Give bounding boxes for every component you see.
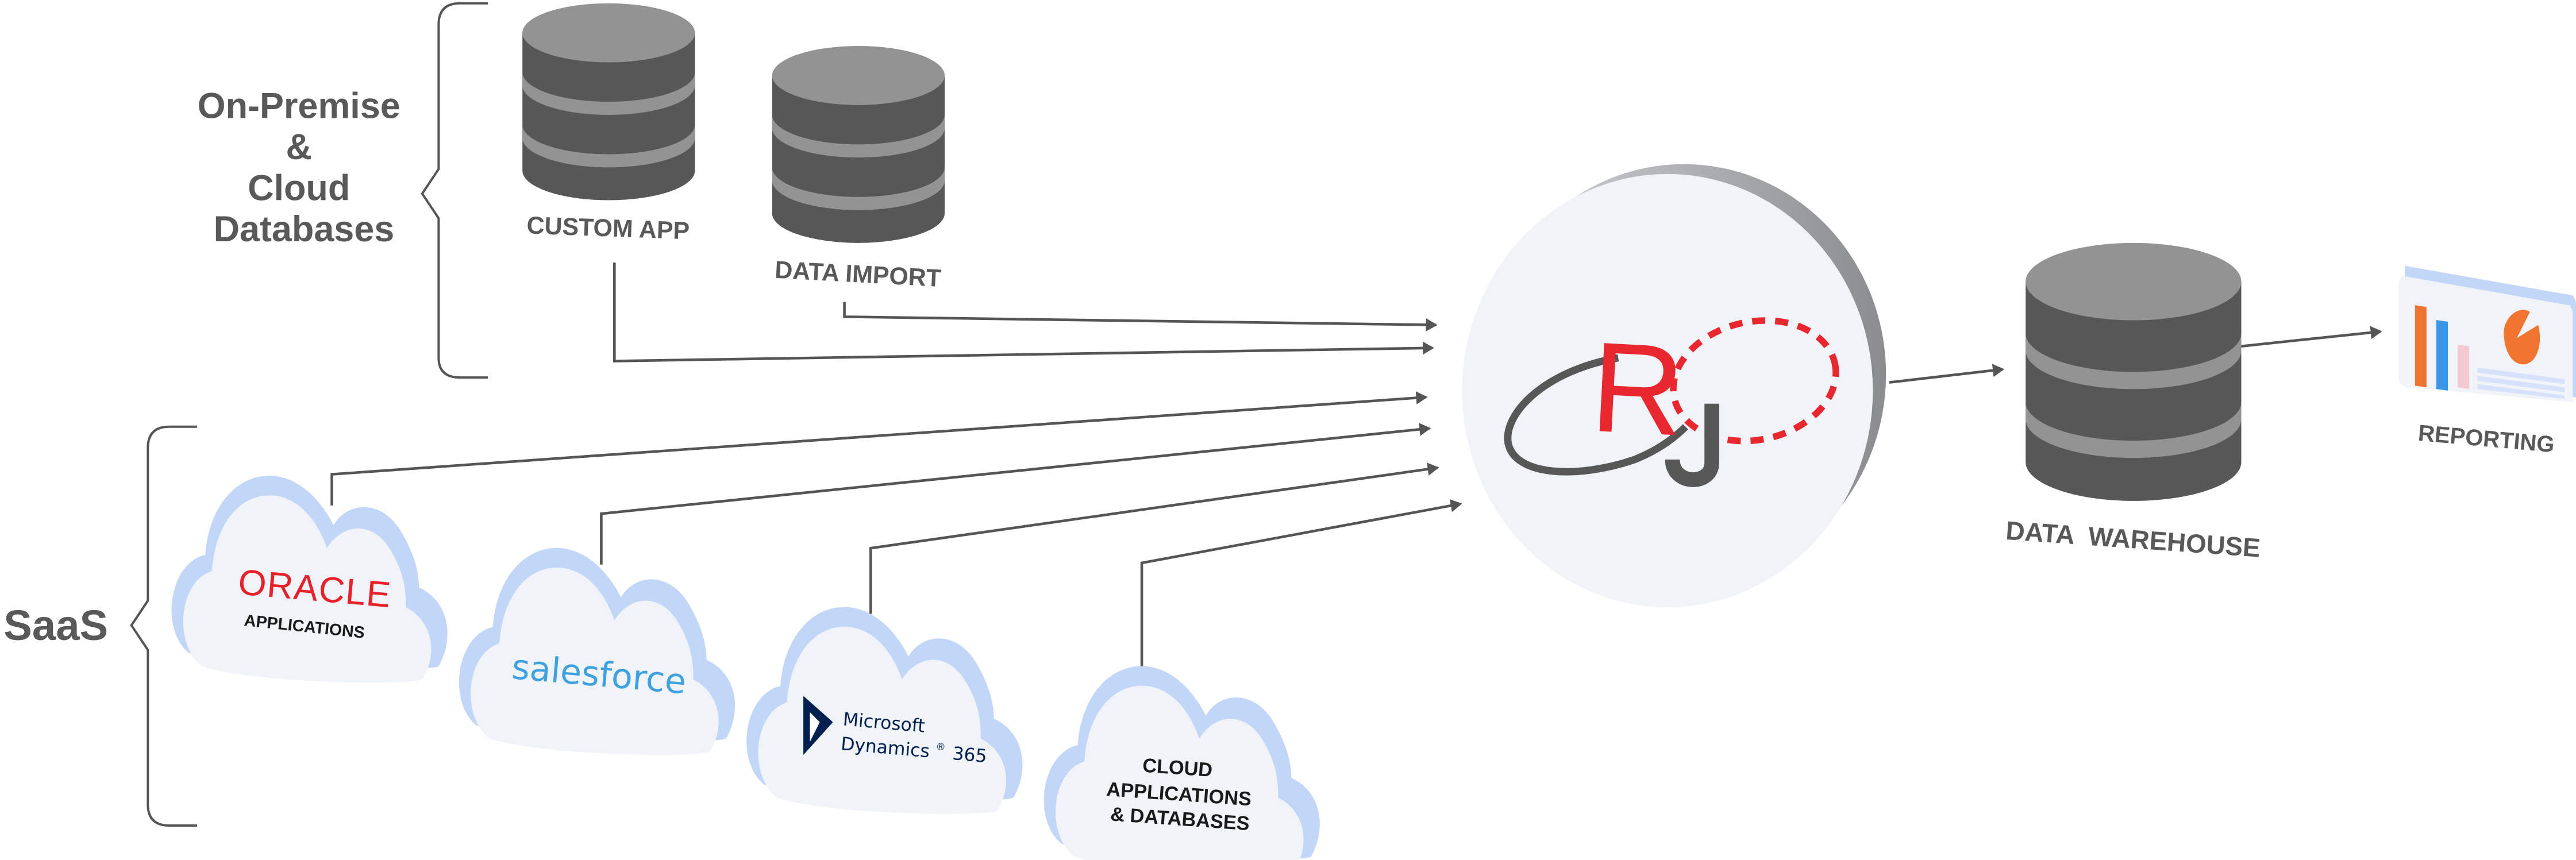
data-warehouse-target[interactable]: DATA WAREHOUSE <box>2005 242 2261 563</box>
connector-dynamics <box>869 462 1439 614</box>
saas-brace <box>130 425 198 827</box>
data-import-source[interactable]: DATA IMPORT <box>772 45 945 292</box>
database-icon <box>2026 242 2242 501</box>
reporting-label: REPORTING <box>2417 421 2555 458</box>
database-icon <box>772 45 945 243</box>
connector-oracle <box>330 391 1428 506</box>
cloud-icon <box>746 607 1023 814</box>
custom-app-source[interactable]: CUSTOM APP <box>522 3 695 245</box>
reporting-target[interactable]: REPORTING <box>2398 265 2576 458</box>
database-icon <box>522 3 695 200</box>
logo-letter-r: R <box>1588 315 1688 463</box>
saas-label: SaaS <box>3 601 108 649</box>
rj-logo-icon: R <box>1504 315 1839 487</box>
report-dashboard-icon <box>2398 265 2576 402</box>
dynamics-logo-icon <box>803 696 833 755</box>
on-premise-brace <box>421 2 488 379</box>
connector-hub-to-warehouse <box>1889 364 2005 384</box>
custom-app-label: CUSTOM APP <box>526 211 690 245</box>
data-warehouse-label: DATA WAREHOUSE <box>2005 516 2261 563</box>
cloud-apps-cloud[interactable]: CLOUD APPLICATIONS & DATABASES <box>1044 666 1320 860</box>
hub-logo[interactable]: R <box>1462 164 1886 608</box>
dynamics-line3: 365 <box>952 743 988 767</box>
connector-cloud-apps <box>1140 499 1462 677</box>
connector-data-import <box>843 302 1438 331</box>
cloud-apps-line: CLOUD <box>1142 755 1213 781</box>
connector-warehouse-to-reporting <box>2240 326 2382 348</box>
cloud-icon <box>459 547 736 755</box>
svg-text:CLOUD APPLICATIONS: CLOUD APPLICATIONS & DATABASES <box>1104 752 1260 835</box>
connector-salesforce <box>600 423 1431 565</box>
dynamics-registered: ® <box>935 741 946 753</box>
data-import-label: DATA IMPORT <box>774 256 942 292</box>
on-premise-label-line: On-Premise <box>198 86 401 126</box>
hub-disc <box>1462 173 1873 608</box>
salesforce-cloud[interactable]: salesforce <box>459 547 736 755</box>
oracle-cloud[interactable]: ORACLE APPLICATIONS <box>171 476 448 683</box>
dynamics-cloud[interactable]: Microsoft Dynamics ® 365 <box>746 607 1023 814</box>
on-premise-label: On-Premise & Cloud Databases <box>198 86 410 249</box>
on-premise-label-line: & <box>286 127 311 167</box>
on-premise-label-line: Cloud <box>248 168 350 209</box>
connector-custom-app <box>613 263 1434 362</box>
on-premise-label-line: Databases <box>214 209 395 249</box>
